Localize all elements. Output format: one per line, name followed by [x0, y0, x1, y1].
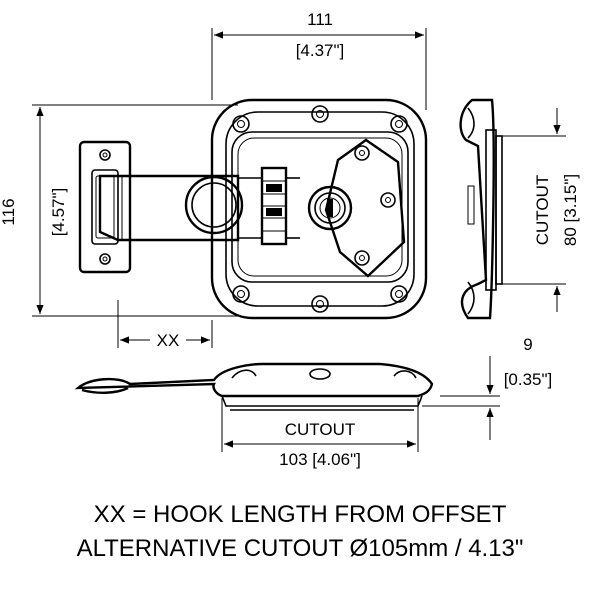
- depth-mm: 9: [523, 335, 532, 354]
- rivet-icon: [354, 145, 370, 161]
- hole-icon: [390, 115, 408, 133]
- bottom-body: [221, 395, 423, 407]
- notes: XX = HOOK LENGTH FROM OFFSET ALTERNATIVE…: [77, 501, 524, 562]
- mounting-holes: [232, 105, 408, 313]
- side-cutout-value: 80 [3.15"]: [561, 174, 580, 246]
- bottom-cutout-dimension: CUTOUT 103 [4.06"]: [221, 398, 419, 469]
- hinge-knuckle: [266, 184, 282, 192]
- lock-cylinder-icon: [307, 185, 353, 231]
- screw-icon: [99, 149, 111, 161]
- keeper-plate: [78, 140, 132, 274]
- depth-in: [0.35"]: [504, 370, 553, 389]
- hole-icon: [232, 115, 250, 133]
- top-width-dimension: 111 [4.37"]: [211, 10, 427, 110]
- side-cutout-dimension: CUTOUT 80 [3.15"]: [502, 108, 580, 312]
- bottom-hole-icon: [309, 368, 331, 380]
- bottom-flange: [74, 362, 434, 398]
- handle-ring-hole: [191, 182, 237, 228]
- side-hook-tab: [467, 185, 475, 225]
- keeper-outline: [78, 140, 132, 274]
- hole-icon: [390, 285, 408, 303]
- dish-outer: [210, 98, 428, 320]
- bottom-view: [74, 362, 434, 411]
- dish-flange: [225, 111, 415, 307]
- hole-icon: [311, 295, 329, 313]
- side-back: [495, 135, 503, 285]
- bottom-keeper: [81, 386, 129, 394]
- handle-ring: [184, 175, 244, 235]
- hook-length-dimension: XX: [117, 300, 213, 350]
- bottom-cutout-label: CUTOUT: [285, 420, 356, 439]
- rivet-icon: [354, 250, 370, 266]
- top-width-mm: 111: [307, 10, 333, 29]
- hinge-knuckle: [266, 208, 282, 216]
- depth-dimension: 9 [0.35"]: [422, 335, 552, 440]
- bottom-cutout-value: 103 [4.06"]: [279, 450, 361, 469]
- height-in: [4.57"]: [49, 188, 68, 237]
- height-mm: 116: [0, 198, 18, 225]
- front-view: [78, 98, 428, 320]
- keeper-slot: [91, 169, 119, 245]
- side-view: [459, 98, 503, 320]
- keeper-slot-inner: [95, 175, 115, 239]
- hole-icon: [311, 105, 329, 123]
- screw-icon: [99, 253, 111, 265]
- hinge: [238, 166, 300, 246]
- bottom-hook-line: [127, 379, 215, 385]
- hook-label: XX: [157, 331, 180, 350]
- side-flange-curl-top: [467, 107, 475, 139]
- lock-body: [307, 138, 406, 278]
- height-dimension: 116 [4.57"]: [0, 104, 238, 317]
- top-width-in: [4.37"]: [296, 41, 345, 60]
- bottom-curl-right: [393, 370, 417, 379]
- dish-recess: [231, 131, 409, 283]
- hook-body: [98, 174, 240, 242]
- side-flange: [459, 98, 495, 320]
- side-cutout-label: CUTOUT: [533, 175, 552, 246]
- side-flange-curl-bottom: [467, 281, 475, 315]
- hole-icon: [232, 285, 250, 303]
- lock-plate: [324, 138, 406, 278]
- bottom-curl-left: [231, 369, 257, 379]
- note-hook-length: XX = HOOK LENGTH FROM OFFSET: [94, 501, 507, 528]
- note-alternative-cutout: ALTERNATIVE CUTOUT Ø105mm / 4.13": [77, 535, 524, 562]
- hook-arm: [98, 174, 244, 242]
- rivet-icon: [380, 192, 396, 208]
